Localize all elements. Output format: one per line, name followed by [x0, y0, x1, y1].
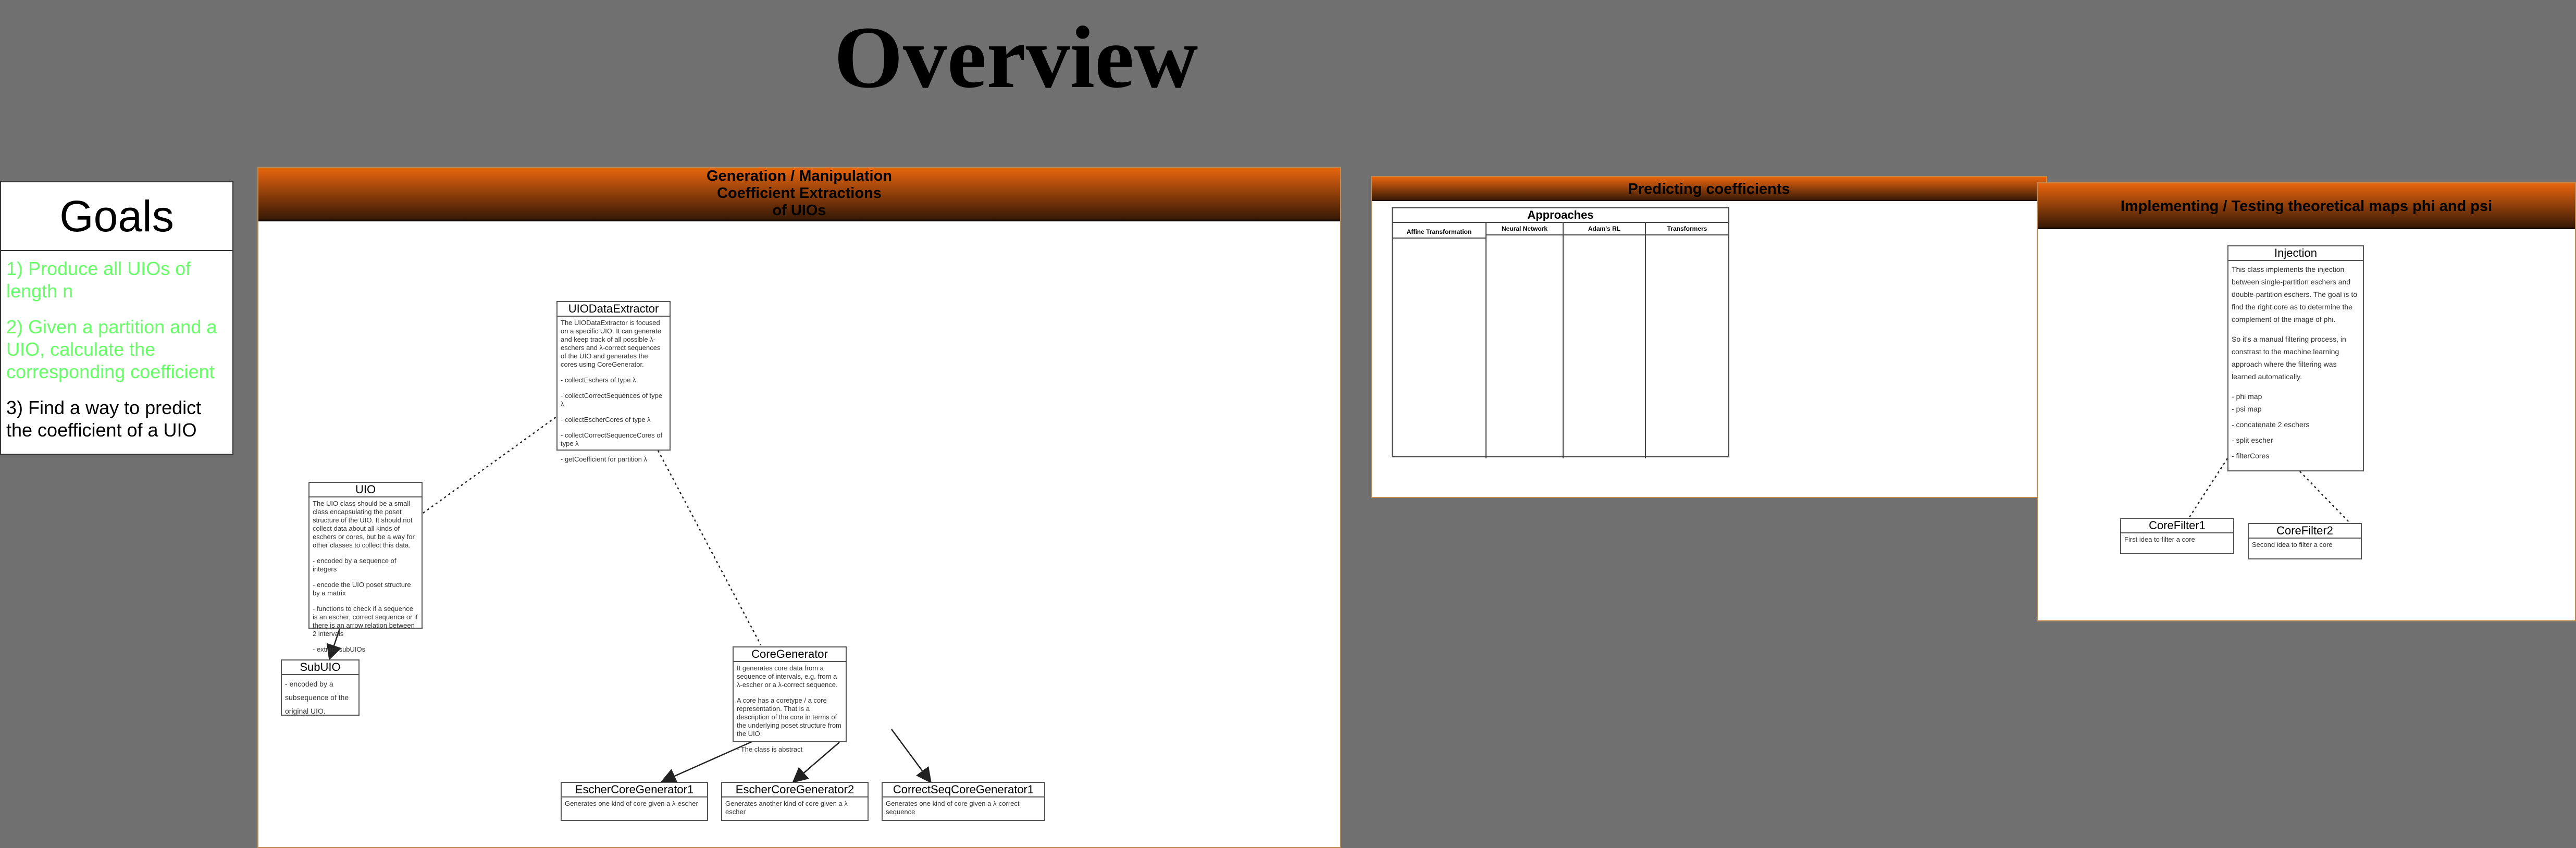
injection-box: Injection This class implements the inje…	[2227, 245, 2364, 471]
approach-column-transformers: Transformers	[1646, 223, 1728, 458]
escher-core-generator1-box: EscherCoreGenerator1 Generates one kind …	[561, 782, 708, 821]
core-filter1-title: CoreFilter1	[2121, 519, 2233, 533]
arrow-coregen-correctseq	[890, 729, 932, 784]
approach-column-adams-rl: Adam's RL	[1564, 223, 1646, 458]
uio-method: - extract subUIOs	[313, 645, 366, 653]
correct-seq-core-generator1-box: CorrectSeqCoreGenerator1 Generates one k…	[882, 782, 1045, 821]
arrow-coregen-escher2	[792, 742, 840, 783]
uio-title: UIO	[309, 483, 422, 497]
injection-description: So it's a manual filtering process, in c…	[2232, 335, 2346, 381]
generation-frame-title: Generation / Manipulation Coefficient Ex…	[258, 168, 1340, 221]
arrow-uio-subuio	[326, 628, 342, 660]
core-generator-box: CoreGenerator It generates core data fro…	[733, 646, 847, 753]
predicting-frame-title: Predicting coefficients	[1372, 177, 2046, 201]
goals-heading: Goals	[1, 182, 232, 251]
injection-method: - filterCores	[2232, 452, 2270, 460]
approach-column-header: Affine Transformation	[1393, 226, 1485, 239]
injection-method: - split escher	[2232, 436, 2273, 444]
approach-column-header: Neural Network	[1487, 223, 1563, 235]
escher-core-generator1-title: EscherCoreGenerator1	[562, 783, 707, 797]
sub-uio-title: SubUIO	[282, 660, 358, 675]
uio-data-extractor-method: - collectEscherCores of type λ	[561, 416, 651, 423]
injection-method: - phi map	[2232, 392, 2262, 401]
uio-method: - functions to check if a sequence is an…	[313, 605, 418, 638]
core-generator-description: A core has a coretype / a core represent…	[737, 696, 841, 738]
uio-data-extractor-box: UIODataExtractor The UIODataExtractor is…	[556, 301, 671, 463]
core-filter1-box: CoreFilter1 First idea to filter a core	[2120, 518, 2234, 554]
core-filter2-description: Second idea to filter a core	[2252, 541, 2333, 548]
uio-data-extractor-method: - collectCorrectSequenceCores of type λ	[561, 431, 663, 447]
uio-box: UIO The UIO class should be a small clas…	[308, 482, 423, 653]
dotted-link-injection-filter1	[2188, 458, 2228, 518]
approaches-table: Approaches Affine Transformation Neural …	[1392, 207, 1729, 458]
page-title: Overview	[834, 8, 1198, 106]
uio-description: The UIO class should be a small class en…	[313, 500, 415, 549]
sub-uio-description: - encoded by a subsequence of the origin…	[285, 680, 349, 715]
dotted-link-uio-extractor	[423, 416, 557, 514]
goal-item-2: 2) Given a partition and a UIO, calculat…	[6, 316, 217, 382]
approach-column-header: Transformers	[1646, 223, 1728, 235]
injection-method: - concatenate 2 eschers	[2232, 420, 2310, 429]
uio-method: - encode the UIO poset structure by a ma…	[313, 581, 411, 597]
escher-core-generator2-description: Generates another kind of core given a λ…	[725, 800, 850, 816]
correct-seq-core-generator1-description: Generates one kind of core given a λ-cor…	[886, 800, 1020, 816]
approach-column-affine: Affine Transformation	[1393, 223, 1487, 458]
uio-method: - encoded by a sequence of integers	[313, 557, 397, 573]
core-generator-description: It generates core data from a sequence o…	[737, 664, 838, 689]
implementing-frame-title: Implementing / Testing theoretical maps …	[2038, 183, 2575, 229]
core-generator-description: - The class is abstract	[737, 745, 803, 753]
dotted-link-extractor-coregen	[657, 450, 762, 645]
goals-panel: Goals 1) Produce all UIOs of length n 2)…	[0, 181, 233, 455]
approach-column-header: Adam's RL	[1564, 223, 1645, 235]
injection-method: - psi map	[2232, 405, 2262, 413]
dotted-link-injection-filter2	[2299, 471, 2350, 523]
correct-seq-core-generator1-title: CorrectSeqCoreGenerator1	[883, 783, 1044, 797]
uio-data-extractor-title: UIODataExtractor	[558, 302, 670, 317]
uio-data-extractor-method: - collectEschers of type λ	[561, 376, 636, 384]
uio-data-extractor-description: The UIODataExtractor is focused on a spe…	[561, 319, 661, 368]
goal-item-1: 1) Produce all UIOs of length n	[6, 258, 191, 302]
core-filter1-description: First idea to filter a core	[2124, 535, 2195, 543]
core-filter2-title: CoreFilter2	[2249, 524, 2361, 539]
uio-data-extractor-method: - getCoefficient for partition λ	[561, 455, 647, 463]
injection-description: This class implements the injection betw…	[2232, 265, 2357, 323]
injection-title: Injection	[2228, 246, 2363, 261]
uio-data-extractor-method: - collectCorrectSequences of type λ	[561, 392, 663, 408]
escher-core-generator2-title: EscherCoreGenerator2	[722, 783, 868, 797]
core-generator-title: CoreGenerator	[734, 647, 846, 662]
escher-core-generator1-description: Generates one kind of core given a λ-esc…	[565, 800, 698, 807]
sub-uio-box: SubUIO - encoded by a subsequence of the…	[281, 659, 360, 716]
approaches-title: Approaches	[1393, 208, 1728, 223]
goal-item-3: 3) Find a way to predict the coefficient…	[6, 397, 202, 441]
approach-column-neural-network: Neural Network	[1487, 223, 1564, 458]
core-filter2-box: CoreFilter2 Second idea to filter a core	[2248, 523, 2362, 559]
escher-core-generator2-box: EscherCoreGenerator2 Generates another k…	[721, 782, 869, 821]
